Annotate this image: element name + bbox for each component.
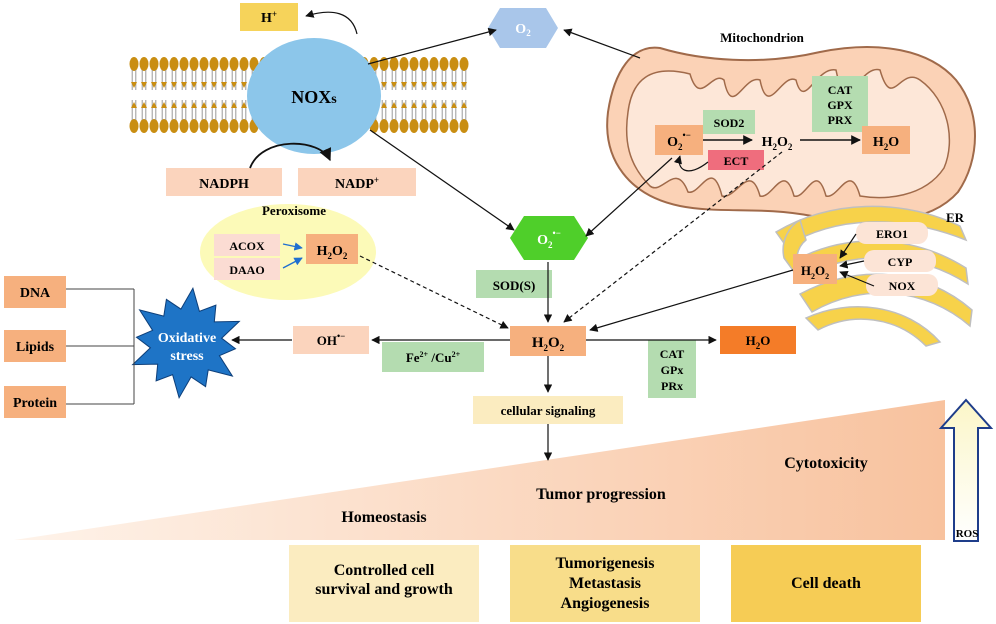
mitochondrion bbox=[606, 46, 976, 224]
peroxisome-h2o2-box bbox=[306, 234, 358, 264]
center-antioxidant-box bbox=[648, 340, 696, 398]
mito-h2o2-label: H2O2 bbox=[762, 135, 793, 152]
outcome-box-cell-death: Cell death bbox=[731, 545, 921, 622]
outcome-box-tumorigenesis: Tumorigenesis Metastasis Angiogenesis bbox=[510, 545, 700, 622]
outcome-line: Cell death bbox=[791, 575, 861, 592]
mitochondrion-title: Mitochondrion bbox=[720, 30, 805, 45]
er-title: ER bbox=[946, 210, 965, 225]
center-antioxidant: GPx bbox=[661, 363, 684, 377]
mito-water-box bbox=[862, 126, 910, 154]
oxygen-label: O2 bbox=[515, 22, 531, 38]
er-nox-box bbox=[866, 274, 938, 296]
tumor-progression-label: Tumor progression bbox=[536, 486, 666, 503]
dna-box bbox=[4, 276, 66, 308]
hydroxyl-label: OH•− bbox=[317, 331, 346, 348]
ros-gradient-triangle bbox=[14, 400, 945, 540]
hydroxyl-box bbox=[293, 326, 369, 354]
sod2-box bbox=[703, 110, 755, 134]
lipids-box bbox=[4, 330, 66, 362]
nadph-conversion-arrow bbox=[249, 142, 332, 169]
nadph-box bbox=[166, 168, 282, 196]
nox-to-superoxide-arrow bbox=[369, 129, 515, 231]
ect-box bbox=[708, 150, 764, 170]
outcome-line: Metastasis bbox=[569, 575, 641, 592]
ros-label: ROS bbox=[956, 528, 979, 540]
signaling-label: cellular signaling bbox=[501, 403, 596, 418]
superoxide-hexagon bbox=[510, 216, 588, 260]
sod2-label: SOD2 bbox=[714, 116, 745, 130]
mito-antioxidant: PRX bbox=[828, 113, 853, 127]
center-antioxidant: PRx bbox=[661, 379, 683, 393]
mito-to-superoxide-arrow bbox=[585, 157, 673, 237]
ect-label: ECT bbox=[724, 154, 749, 168]
oxidative-stress-star bbox=[131, 287, 241, 399]
nadp-label: NADP+ bbox=[335, 175, 379, 192]
proton-box bbox=[240, 3, 298, 31]
center-water-label: H2O bbox=[746, 333, 771, 351]
oxidative-stress-line1: Oxidative bbox=[158, 331, 216, 346]
protein-label: Protein bbox=[13, 396, 57, 411]
acox-label: ACOX bbox=[229, 239, 265, 253]
ect-loop-arrow bbox=[673, 155, 709, 172]
proton-arrow bbox=[305, 9, 358, 35]
mito-antioxidant: GPX bbox=[827, 98, 853, 112]
er-h2o2-diffusion-arrow bbox=[589, 269, 794, 332]
mito-superoxide-box bbox=[655, 125, 703, 155]
er-nox-label: NOX bbox=[889, 279, 916, 293]
er-h2o2-box bbox=[793, 254, 837, 284]
lipids-label: Lipids bbox=[16, 340, 55, 355]
signaling-box bbox=[473, 396, 623, 424]
dna-label: DNA bbox=[20, 286, 51, 301]
mito-superoxide-label: O2•− bbox=[667, 130, 691, 152]
mito-antioxidant-box bbox=[812, 76, 868, 132]
sod-label: SOD(S) bbox=[493, 278, 536, 293]
peroxisome-title: Peroxisome bbox=[262, 203, 326, 218]
nadp-box bbox=[298, 168, 416, 196]
outcome-box-survival: Controlled cell survival and growth bbox=[289, 545, 479, 622]
daao-arrow bbox=[282, 257, 303, 269]
mito-antioxidant: CAT bbox=[828, 83, 852, 97]
cytotoxicity-label: Cytotoxicity bbox=[784, 455, 868, 472]
center-h2o2-label: H2O2 bbox=[532, 335, 565, 353]
nox-label: NOXs bbox=[291, 87, 337, 107]
ros-up-arrow bbox=[938, 398, 994, 542]
cyp-box bbox=[864, 250, 936, 272]
mito-water-label: H2O bbox=[873, 135, 899, 152]
protein-box bbox=[4, 386, 66, 418]
homeostasis-label: Homeostasis bbox=[341, 509, 426, 526]
cyp-arrow bbox=[839, 260, 865, 269]
stress-target-bracket bbox=[66, 288, 135, 405]
outcome-line: Angiogenesis bbox=[561, 595, 650, 612]
nox-to-oxygen-arrow bbox=[367, 27, 497, 65]
acox-box bbox=[214, 234, 280, 256]
oxygen-hexagon bbox=[488, 8, 558, 48]
center-h2o2-box bbox=[510, 326, 586, 356]
mito-to-oxygen-arrow bbox=[563, 28, 641, 59]
metals-label: Fe2+ /Cu2+ bbox=[406, 350, 461, 365]
center-antioxidant: CAT bbox=[660, 347, 684, 361]
proton-label: H+ bbox=[261, 9, 277, 26]
metals-box bbox=[382, 342, 484, 372]
outcome-line: survival and growth bbox=[315, 581, 453, 598]
superoxide-label: O2•− bbox=[537, 228, 561, 250]
nox-enzyme bbox=[247, 38, 381, 154]
ero1-arrow bbox=[839, 233, 857, 259]
outcome-line: Tumorigenesis bbox=[556, 555, 655, 572]
er-h2o2-label: H2O2 bbox=[801, 263, 829, 281]
cyp-label: CYP bbox=[888, 255, 913, 269]
nadph-label: NADPH bbox=[199, 177, 249, 192]
peroxisome-h2o2-label: H2O2 bbox=[317, 244, 348, 261]
ero1-label: ERO1 bbox=[876, 227, 908, 241]
ero1-box bbox=[856, 222, 928, 244]
oxidative-stress-line2: stress bbox=[170, 349, 204, 364]
outcome-line: Controlled cell bbox=[334, 562, 435, 579]
center-water-box bbox=[720, 326, 796, 354]
sod-box bbox=[476, 270, 552, 298]
acox-arrow bbox=[282, 242, 303, 251]
er-nox-arrow bbox=[839, 270, 875, 287]
daao-box bbox=[214, 258, 280, 280]
daao-label: DAAO bbox=[229, 263, 264, 277]
